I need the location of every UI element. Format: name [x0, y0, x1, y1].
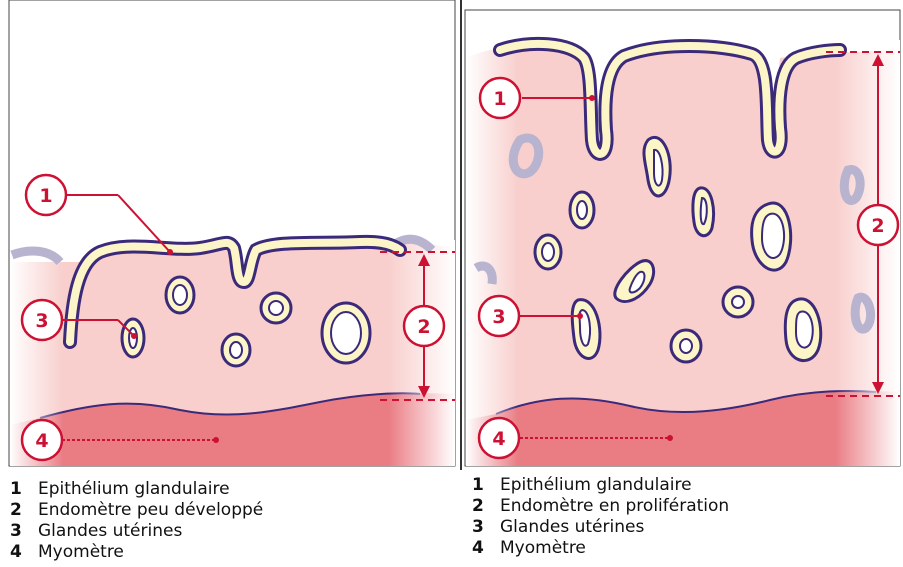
legend-number: 2	[10, 500, 38, 521]
legend-text: Epithélium glandulaire	[38, 479, 230, 500]
legend-text: Endomètre peu développé	[38, 500, 263, 521]
left-callout-2: 2	[404, 306, 444, 346]
legend-number: 1	[472, 475, 500, 496]
right-callout-4-label: 4	[492, 428, 505, 450]
legend-number: 1	[10, 479, 38, 500]
legend-number: 2	[472, 496, 500, 517]
legend-number: 3	[472, 517, 500, 538]
right-callout-3-label: 3	[492, 306, 505, 328]
legend-text: Myomètre	[500, 538, 586, 559]
left-tissue	[10, 239, 455, 466]
legend-text: Epithélium glandulaire	[500, 475, 692, 496]
right-callout-2-label: 2	[871, 215, 884, 237]
right-tissue	[466, 40, 900, 466]
legend-text: Glandes utérines	[38, 521, 182, 542]
left-callout-3-label: 3	[35, 310, 48, 332]
legend-number: 3	[10, 521, 38, 542]
legend-text: Glandes utérines	[500, 517, 644, 538]
left-callout-4-label: 4	[35, 430, 48, 452]
right-panel: 1 2 3 4	[465, 10, 900, 466]
left-callout-1-label: 1	[39, 185, 52, 207]
right-callout-1-label: 1	[493, 88, 506, 110]
legend-text: Endomètre en prolifération	[500, 496, 729, 517]
legend-number: 4	[472, 538, 500, 559]
left-panel: 1 2 3 4	[9, 0, 455, 466]
left-callout-2-label: 2	[417, 316, 430, 338]
legend-text: Myomètre	[38, 542, 124, 563]
right-callout-2: 2	[858, 205, 898, 245]
legend-number: 4	[10, 542, 38, 563]
